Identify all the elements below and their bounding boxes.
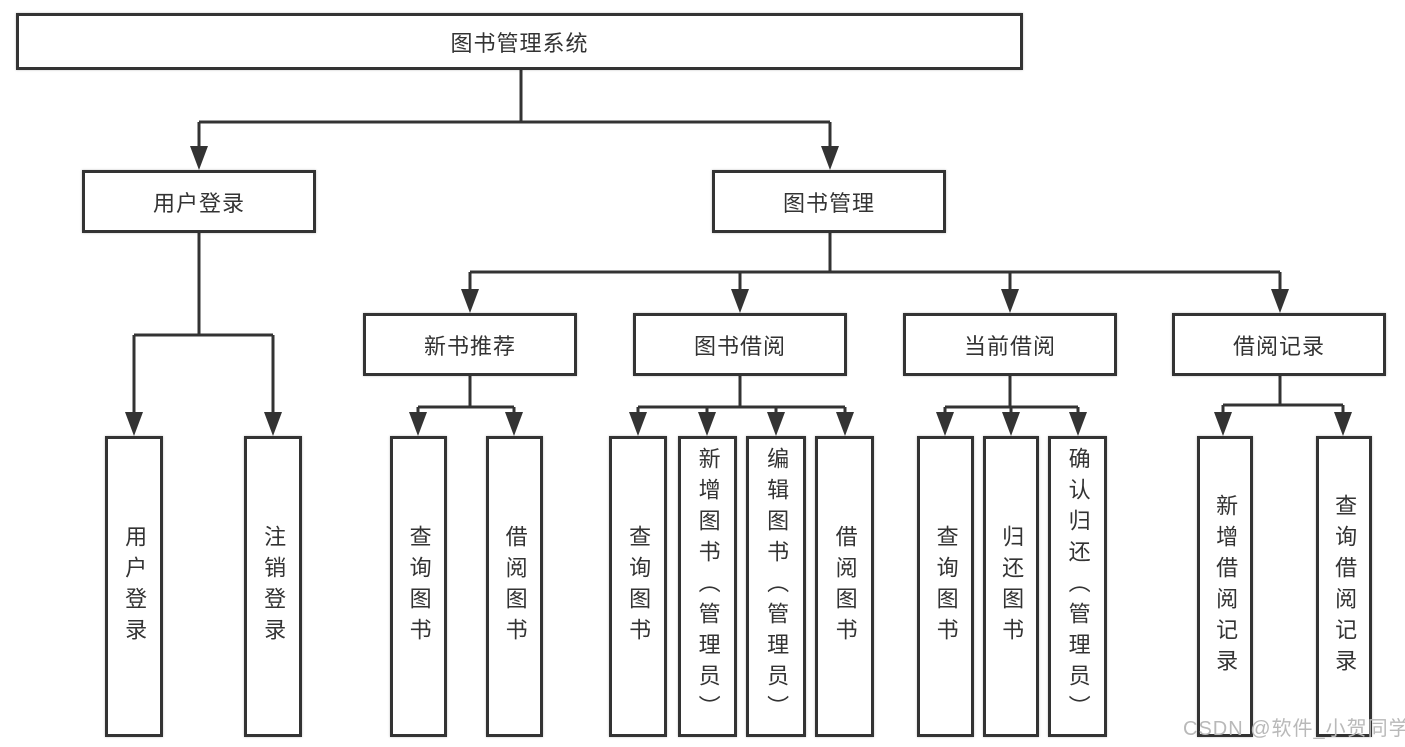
- node-label: 借阅记录: [1232, 333, 1325, 359]
- arrow-down-icon: [1002, 412, 1020, 436]
- arrow-down-icon: [629, 412, 647, 436]
- node-label: 查询图书: [406, 524, 432, 649]
- node-borrowing-records: 借阅记录: [1172, 313, 1386, 376]
- node-leaf-logout: 注销登录: [244, 436, 302, 737]
- node-book-management: 图书管理: [712, 170, 946, 233]
- node-book-borrowing: 图书借阅: [633, 313, 847, 376]
- node-label: 图书管理系统: [450, 30, 589, 56]
- node-label: 当前借阅: [963, 333, 1056, 359]
- arrow-down-icon: [264, 412, 282, 436]
- node-leaf-query-books-1: 查询图书: [390, 436, 447, 737]
- arrow-down-icon: [767, 412, 785, 436]
- arrow-down-icon: [461, 289, 479, 313]
- node-label: 用户登录: [152, 190, 245, 216]
- node-label: 查询图书: [933, 524, 959, 649]
- node-leaf-borrow-books-2: 借阅图书: [815, 436, 874, 737]
- csdn-watermark: CSDN @软件_小贺同学: [1183, 718, 1405, 740]
- node-label: 图书借阅: [693, 333, 786, 359]
- node-leaf-query-books-2: 查询图书: [609, 436, 667, 737]
- node-label: 借阅图书: [502, 524, 528, 649]
- node-label: 查询图书: [626, 524, 652, 649]
- node-leaf-query-books-3: 查询图书: [917, 436, 974, 737]
- node-label: 查询借阅记录: [1332, 493, 1358, 680]
- arrow-down-icon: [936, 412, 954, 436]
- node-leaf-return-books: 归还图书: [983, 436, 1039, 737]
- node-label: 新书推荐: [423, 333, 516, 359]
- node-current-borrowing: 当前借阅: [903, 313, 1117, 376]
- arrow-down-icon: [821, 146, 839, 170]
- arrow-down-icon: [1069, 412, 1087, 436]
- node-label: 归还图书: [999, 524, 1025, 649]
- arrow-down-icon: [409, 412, 427, 436]
- node-label: 新增图书（管理员）: [695, 447, 721, 726]
- arrow-down-icon: [190, 146, 208, 170]
- node-user-login: 用户登录: [82, 170, 316, 233]
- arrow-down-icon: [1334, 412, 1352, 436]
- arrow-down-icon: [1271, 289, 1289, 313]
- node-label: 确认归还（管理员）: [1065, 447, 1091, 726]
- node-label: 用户登录: [122, 524, 148, 649]
- node-label: 新增借阅记录: [1213, 493, 1239, 680]
- node-label: 借阅图书: [832, 524, 858, 649]
- node-label: 编辑图书（管理员）: [764, 447, 790, 726]
- arrow-down-icon: [125, 412, 143, 436]
- node-leaf-confirm-return: 确认归还（管理员）: [1048, 436, 1107, 737]
- node-leaf-query-borrow-record: 查询借阅记录: [1316, 436, 1372, 737]
- node-leaf-add-books: 新增图书（管理员）: [678, 436, 737, 737]
- arrow-down-icon: [1214, 412, 1232, 436]
- node-root: 图书管理系统: [16, 13, 1023, 70]
- arrow-down-icon: [505, 412, 523, 436]
- arrow-down-icon: [836, 412, 854, 436]
- node-leaf-borrow-books-1: 借阅图书: [486, 436, 543, 737]
- node-new-book-recommend: 新书推荐: [363, 313, 577, 376]
- node-leaf-edit-books: 编辑图书（管理员）: [746, 436, 806, 737]
- node-leaf-add-borrow-record: 新增借阅记录: [1197, 436, 1253, 737]
- node-label: 图书管理: [782, 190, 875, 216]
- node-leaf-user-login: 用户登录: [105, 436, 163, 737]
- arrow-down-icon: [1001, 289, 1019, 313]
- arrow-down-icon: [698, 412, 716, 436]
- node-label: 注销登录: [261, 524, 287, 649]
- arrow-down-icon: [731, 289, 749, 313]
